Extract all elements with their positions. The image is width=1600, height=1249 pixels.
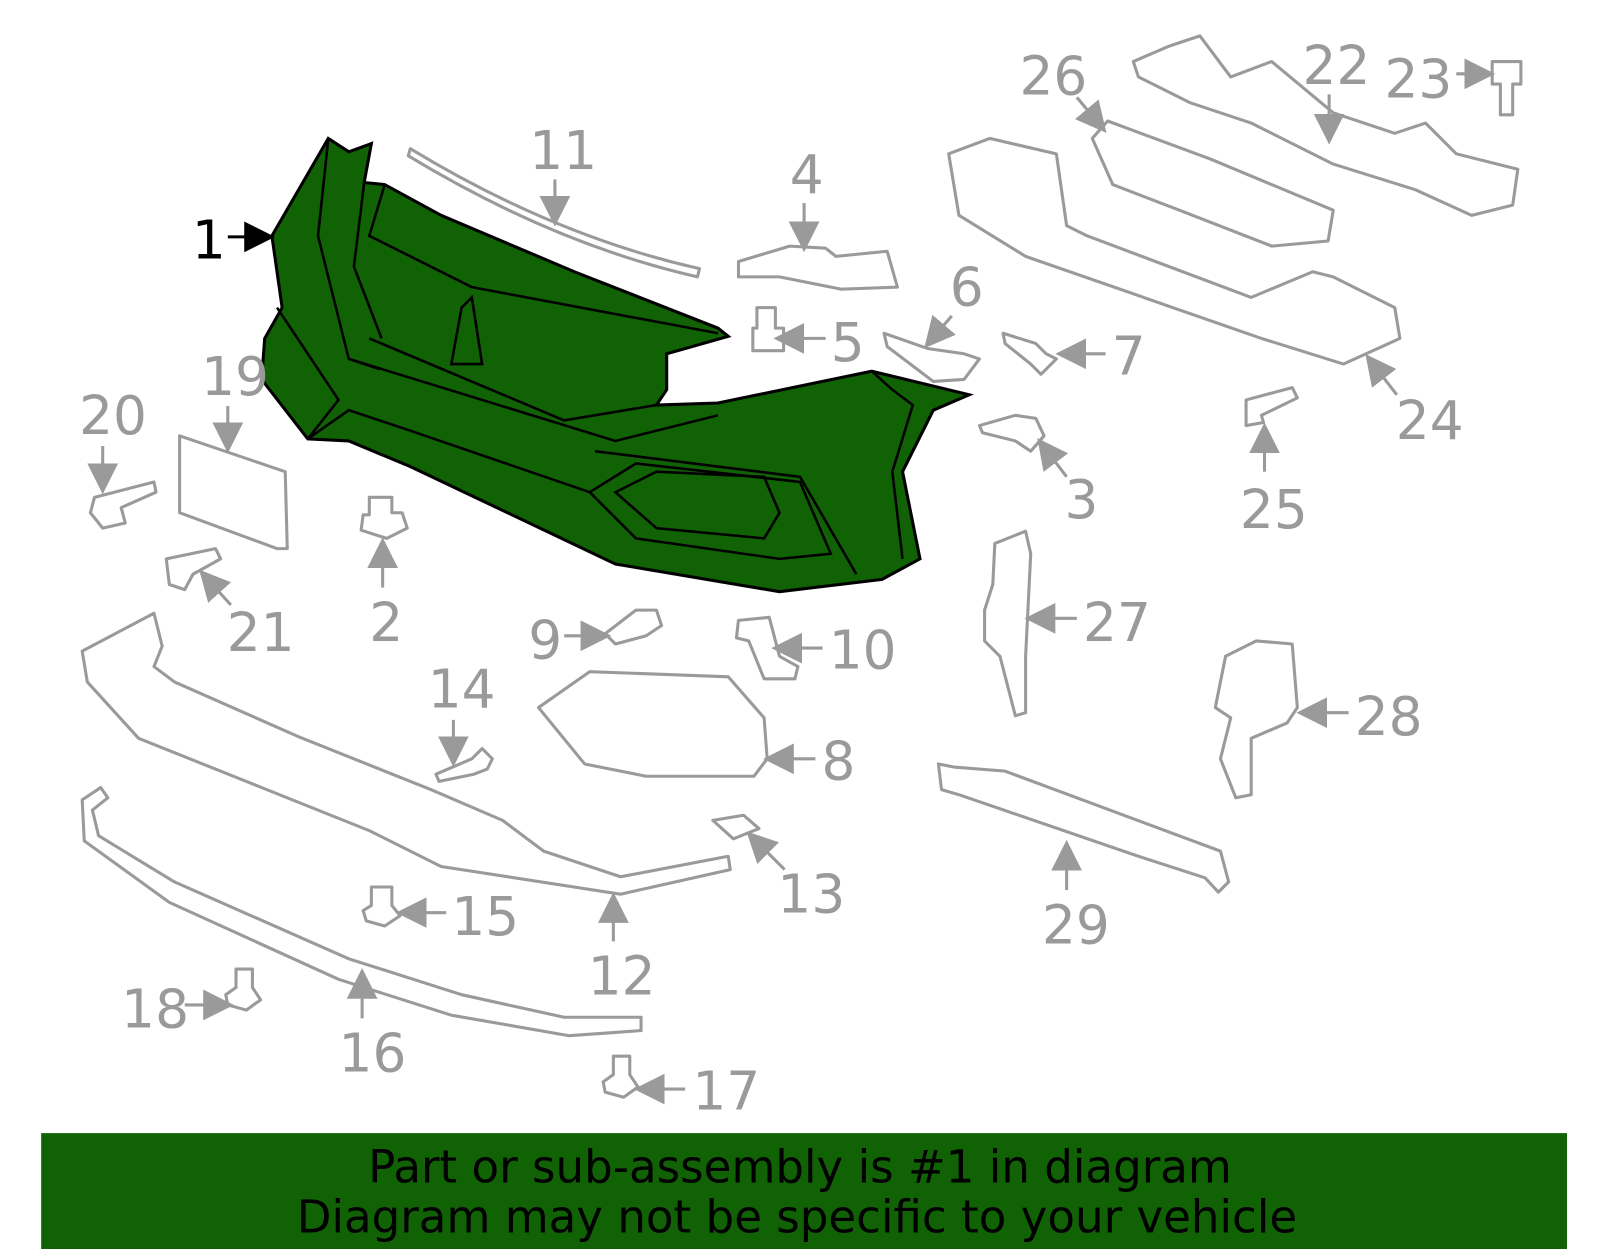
part-9-screw: [603, 608, 664, 646]
callout-6: 6: [950, 257, 984, 319]
banner-line-2: Diagram may not be specific to your vehi…: [297, 1191, 1297, 1244]
banner-line-1: Part or sub-assembly is #1 in diagram: [368, 1140, 1232, 1193]
part-26-absorber: [1090, 119, 1335, 248]
callout-19: 19: [201, 346, 269, 408]
callout-10: 10: [829, 620, 897, 682]
part-5-bolt: [751, 306, 786, 353]
part-16-spoiler: [80, 786, 643, 1038]
callout-26: 26: [1019, 45, 1087, 107]
callout-25: 25: [1240, 479, 1308, 541]
callout-4: 4: [790, 144, 824, 206]
part-4-bracket: [736, 244, 899, 291]
part-22-reinforcement: [1131, 34, 1520, 217]
part-17-bolt: [601, 1054, 640, 1099]
part-27-bracket: [983, 529, 1033, 718]
part-18-bolt: [224, 967, 263, 1012]
part-3-clip: [977, 413, 1046, 453]
part-6-bracket: [882, 331, 981, 384]
part-20-bolt: [88, 480, 158, 530]
callout-8: 8: [822, 730, 856, 792]
callout-18: 18: [121, 979, 189, 1041]
callout-1: 1: [192, 209, 226, 271]
callout-11: 11: [529, 120, 597, 182]
part-28-bracket: [1213, 639, 1299, 800]
part-8-bezel: [536, 670, 769, 778]
part-29-skid-plate: [936, 762, 1231, 894]
callout-9: 9: [528, 609, 562, 671]
callout-12: 12: [588, 946, 656, 1008]
callout-27: 27: [1083, 592, 1151, 654]
part-13-nut: [711, 813, 761, 841]
part-2-clip: [359, 495, 409, 540]
callout-28: 28: [1355, 686, 1423, 748]
callout-3: 3: [1065, 469, 1099, 531]
callout-2: 2: [369, 592, 403, 654]
part-23-bolt: [1490, 59, 1523, 117]
part-14-bolt: [434, 747, 494, 783]
callout-21: 21: [227, 602, 295, 664]
callout-24: 24: [1396, 390, 1464, 452]
callout-16: 16: [339, 1023, 407, 1085]
callout-labels: 1 2 3 4 5 6 7 8 9 10 11 12 13 14 15 16 1…: [79, 35, 1496, 1123]
callout-20: 20: [79, 385, 147, 447]
info-banner: Part or sub-assembly is #1 in diagram Di…: [41, 1133, 1568, 1249]
callout-22: 22: [1302, 35, 1370, 97]
part-7-clip: [1001, 331, 1058, 376]
callout-17: 17: [692, 1061, 760, 1123]
part-12-lower-grille: [80, 611, 732, 896]
part-11-molding: [406, 147, 702, 279]
part-19-bracket: [178, 434, 289, 551]
callout-23: 23: [1385, 48, 1453, 110]
part-15-bolt: [361, 885, 402, 928]
callout-7: 7: [1112, 325, 1146, 387]
callout-29: 29: [1042, 894, 1110, 956]
part-25-bolt: [1244, 386, 1299, 428]
part-21-clip: [164, 547, 223, 592]
callout-14: 14: [428, 659, 496, 721]
part-1-bumper-cover[interactable]: [260, 136, 975, 594]
callout-15: 15: [451, 886, 519, 948]
part-24-absorber: [947, 136, 1402, 366]
part-10-bracket: [734, 615, 800, 681]
callout-5: 5: [831, 312, 865, 374]
callout-13: 13: [777, 864, 845, 926]
